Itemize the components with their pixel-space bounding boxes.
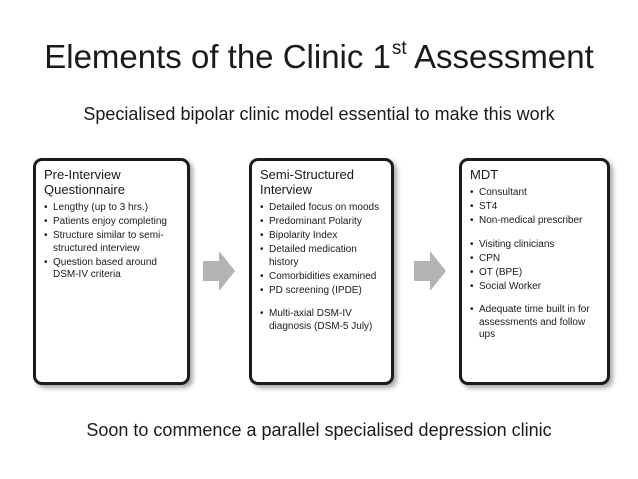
bullet-item: Multi-axial DSM-IV diagnosis (DSM-5 July… xyxy=(260,308,383,333)
arrow-right-icon xyxy=(203,251,235,291)
bullet-item: CPN xyxy=(470,253,599,266)
bullet-item: Non-medical prescriber xyxy=(470,215,599,228)
semi-structured-interview-box: Semi-Structured Interview Detailed focus… xyxy=(249,158,394,385)
bullet-item: OT (BPE) xyxy=(470,267,599,280)
arrow-shape xyxy=(414,251,446,291)
bullet-item: Adequate time built in for assessments a… xyxy=(470,304,599,342)
bullet-item: Comorbidities examined xyxy=(260,271,383,284)
bullet-item: Detailed focus on moods xyxy=(260,202,383,215)
bullet-item: Predominant Polarity xyxy=(260,216,383,229)
bullet-item: Lengthy (up to 3 hrs.) xyxy=(44,202,179,215)
bullet-item: PD screening (IPDE) xyxy=(260,285,383,298)
slide-title: Elements of the Clinic 1st Assessment xyxy=(0,38,638,76)
bullet-list: Consultant ST4 Non-medical prescriber Vi… xyxy=(470,187,599,342)
box-heading: Semi-Structured Interview xyxy=(260,167,354,197)
arrow-right-icon xyxy=(414,251,446,291)
mdt-box: MDT Consultant ST4 Non-medical prescribe… xyxy=(459,158,610,385)
bullet-item: Detailed medication history xyxy=(260,244,383,269)
slide-title-text: Elements of the Clinic 1 xyxy=(44,38,391,75)
bullet-item: Visiting clinicians xyxy=(470,239,599,252)
bullet-item: Structure similar to semi-structured int… xyxy=(44,230,179,255)
pre-interview-questionnaire-box: Pre-Interview Questionnaire Lengthy (up … xyxy=(33,158,190,385)
bullet-item: Bipolarity Index xyxy=(260,230,383,243)
slide-footer: Soon to commence a parallel specialised … xyxy=(86,420,552,440)
bullet-item: Social Worker xyxy=(470,281,599,294)
slide-title-superscript: st xyxy=(391,38,407,59)
bullet-list: Detailed focus on moods Predominant Pola… xyxy=(260,202,383,333)
slide-subtitle: Specialised bipolar clinic model essenti… xyxy=(83,104,555,124)
slide-title-tail: Assessment xyxy=(406,38,594,75)
box-heading: MDT xyxy=(470,167,499,182)
bullet-item: ST4 xyxy=(470,201,599,214)
bullet-list: Lengthy (up to 3 hrs.) Patients enjoy co… xyxy=(44,202,179,282)
box-heading: Pre-Interview Questionnaire xyxy=(44,167,125,197)
bullet-item: Consultant xyxy=(470,187,599,200)
arrow-shape xyxy=(203,251,235,291)
bullet-item: Patients enjoy completing xyxy=(44,216,179,229)
bullet-item: Question based around DSM-IV criteria xyxy=(44,257,179,282)
